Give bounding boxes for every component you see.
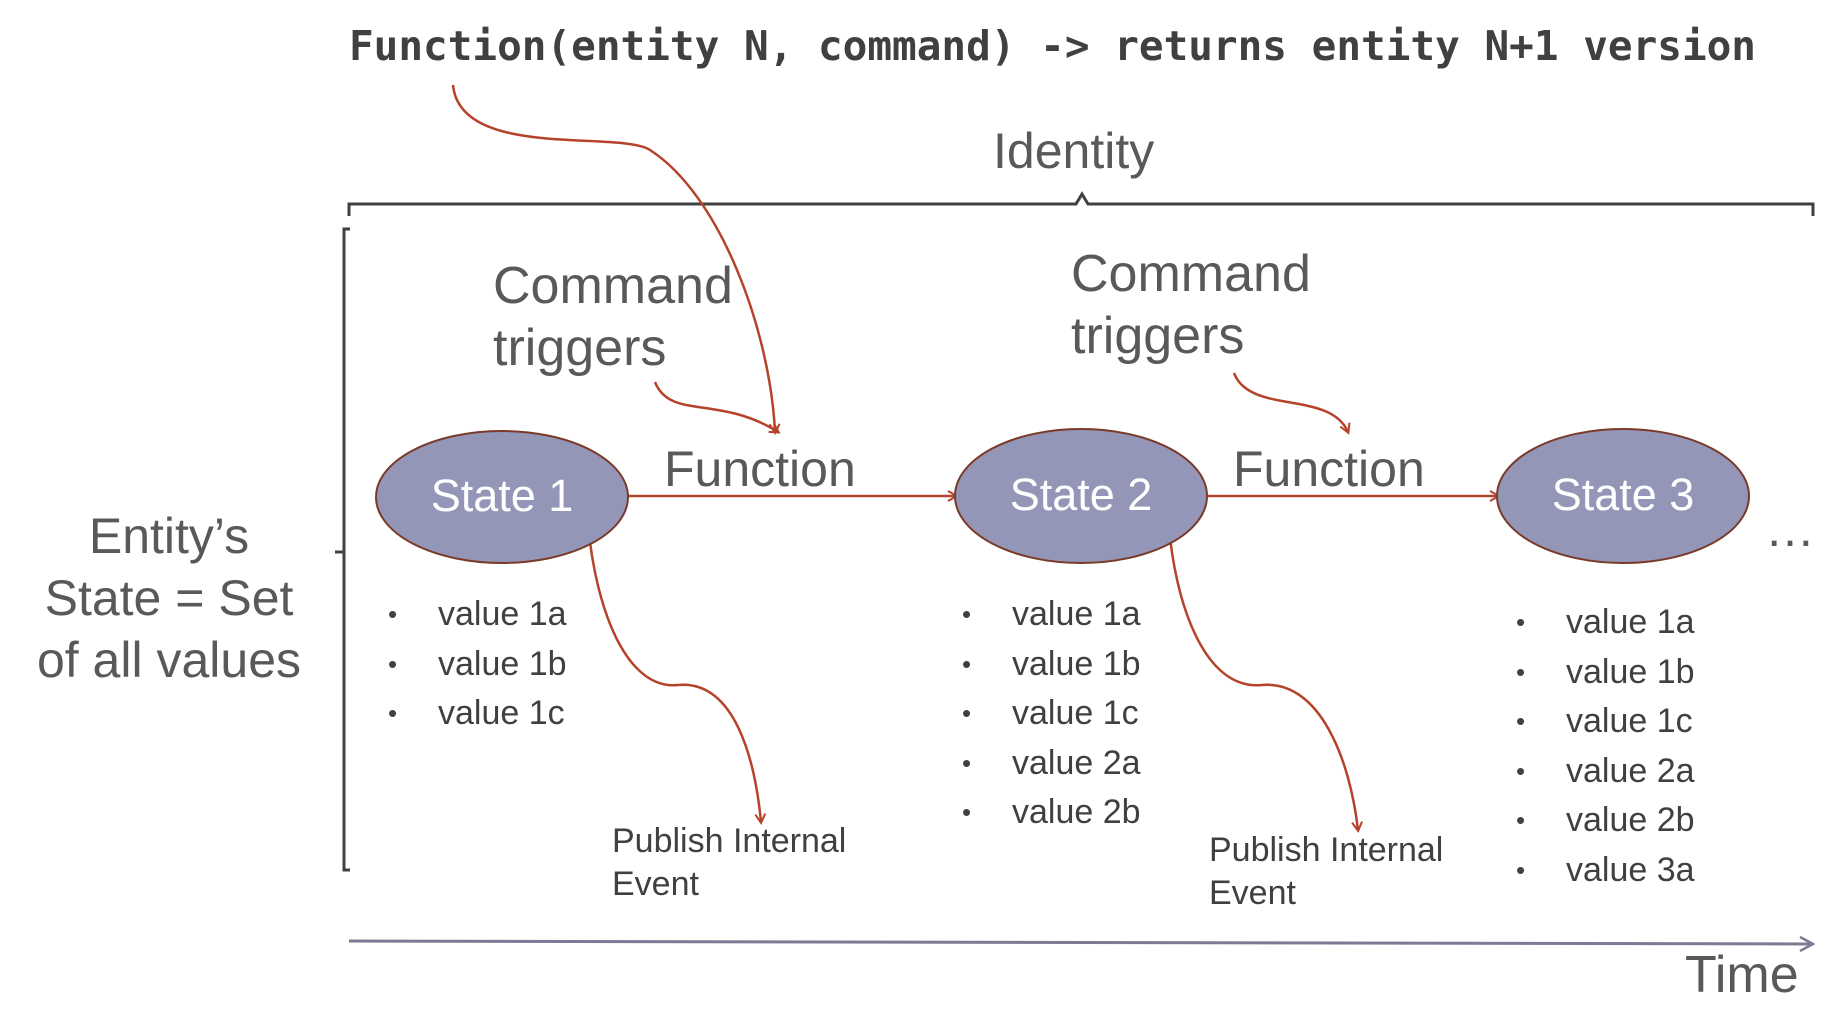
- list-item: value 2b: [1516, 796, 1695, 846]
- publish-event-label-2: Publish Internal Event: [1209, 829, 1443, 915]
- list-item: value 1c: [1516, 697, 1695, 747]
- function-formula: Function(entity N, command) -> returns e…: [349, 22, 1756, 70]
- list-item: value 3a: [1516, 846, 1695, 896]
- time-label: Time: [1685, 946, 1799, 1004]
- identity-brace: [347, 191, 1815, 216]
- list-item: value 1a: [962, 590, 1141, 640]
- list-item: value 2a: [1516, 747, 1695, 797]
- state-1-label: State 1: [430, 470, 574, 521]
- entity-state-label: Entity’s State = Set of all values: [24, 505, 314, 691]
- state-2-ellipse: [954, 428, 1208, 564]
- list-item: value 1b: [388, 640, 567, 690]
- publish-arrow-1: [588, 541, 761, 822]
- list-item: value 1c: [962, 689, 1141, 739]
- command-triggers-2-line-1: Command: [1071, 245, 1311, 303]
- continuation-ellipsis: …: [1765, 501, 1815, 557]
- function-label-2: Function: [1233, 441, 1425, 497]
- formula-arrow: [451, 84, 775, 432]
- list-item: value 1a: [388, 590, 567, 640]
- list-item: value 1b: [1516, 648, 1695, 698]
- command-triggers-2-line-2: triggers: [1071, 307, 1245, 365]
- list-item: value 1c: [388, 689, 567, 739]
- command-arrow-2: [1232, 372, 1348, 432]
- command-triggers-label-2: Command triggers: [1071, 243, 1311, 367]
- time-axis: [348, 941, 1812, 944]
- list-item: value 1a: [1516, 598, 1695, 648]
- function-label-1: Function: [664, 441, 856, 497]
- identity-label: Identity: [993, 123, 1155, 179]
- publish-event-1-line-1: Publish Internal: [612, 822, 847, 860]
- command-triggers-1-line-2: triggers: [493, 319, 667, 377]
- list-item: value 1b: [962, 640, 1141, 690]
- command-triggers-label-1: Command triggers: [493, 255, 733, 379]
- publish-arrow-2: [1168, 537, 1358, 830]
- state-3-ellipse: [1496, 428, 1750, 564]
- entity-state-line-2: State = Set: [44, 570, 294, 626]
- publish-event-2-line-2: Event: [1209, 874, 1296, 912]
- entity-state-line-1: Entity’s: [88, 508, 250, 564]
- state-3-label: State 3: [1551, 469, 1695, 520]
- publish-event-1-line-2: Event: [612, 865, 699, 903]
- entity-state-line-3: of all values: [36, 632, 302, 688]
- state-3-values: value 1a value 1b value 1c value 2a valu…: [1516, 598, 1695, 895]
- command-triggers-1-line-1: Command: [493, 257, 733, 315]
- state-2-label: State 2: [1009, 469, 1153, 520]
- publish-event-label-1: Publish Internal Event: [612, 820, 846, 906]
- command-arrow-1: [653, 381, 778, 432]
- state-1-values: value 1a value 1b value 1c: [388, 590, 567, 739]
- state-1-ellipse: [375, 430, 629, 564]
- state-2-values: value 1a value 1b value 1c value 2a valu…: [962, 590, 1141, 838]
- list-item: value 2b: [962, 788, 1141, 838]
- list-item: value 2a: [962, 739, 1141, 789]
- entity-bracket: [335, 227, 350, 872]
- publish-event-2-line-1: Publish Internal: [1209, 831, 1444, 869]
